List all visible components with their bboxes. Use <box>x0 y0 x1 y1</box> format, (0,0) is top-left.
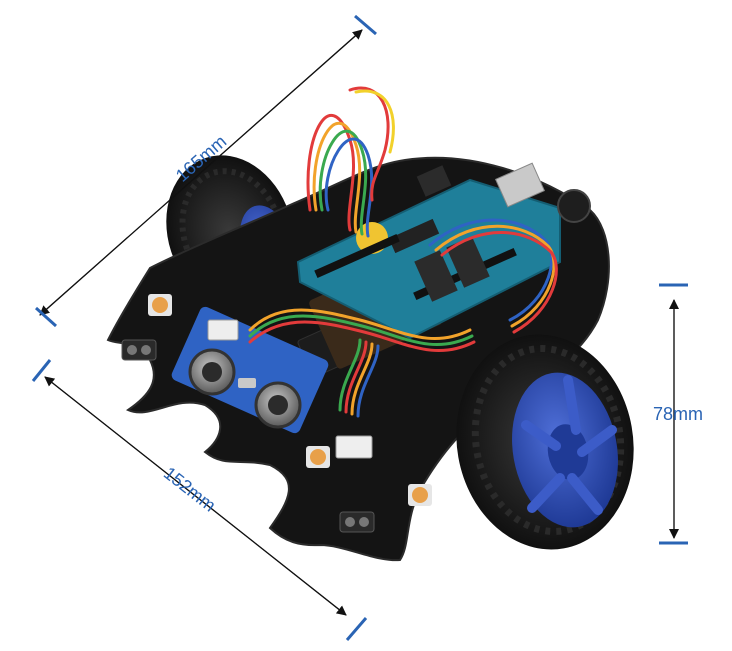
length-tick-bottom <box>34 306 58 328</box>
length-tick-top <box>354 14 377 36</box>
height-label: 78mm <box>653 404 703 424</box>
width-arrow-reverse <box>44 376 347 616</box>
ir-sensor-left <box>121 339 157 361</box>
connector-side <box>207 319 239 341</box>
ir-sensor-front <box>339 511 375 533</box>
led-button-left <box>148 294 172 316</box>
width-tick-bottom <box>345 617 368 641</box>
connector-front <box>335 435 373 459</box>
width-tick-top <box>31 359 52 382</box>
width-label: 152mm <box>160 463 220 516</box>
led-button-right <box>408 484 432 506</box>
jumper-wires <box>248 86 558 418</box>
length-arrow-reverse <box>39 29 363 316</box>
height-dimension: 78mm <box>653 283 703 545</box>
front-right-wheel <box>456 334 634 550</box>
led-button-front <box>306 446 330 468</box>
robot-car <box>106 86 634 562</box>
